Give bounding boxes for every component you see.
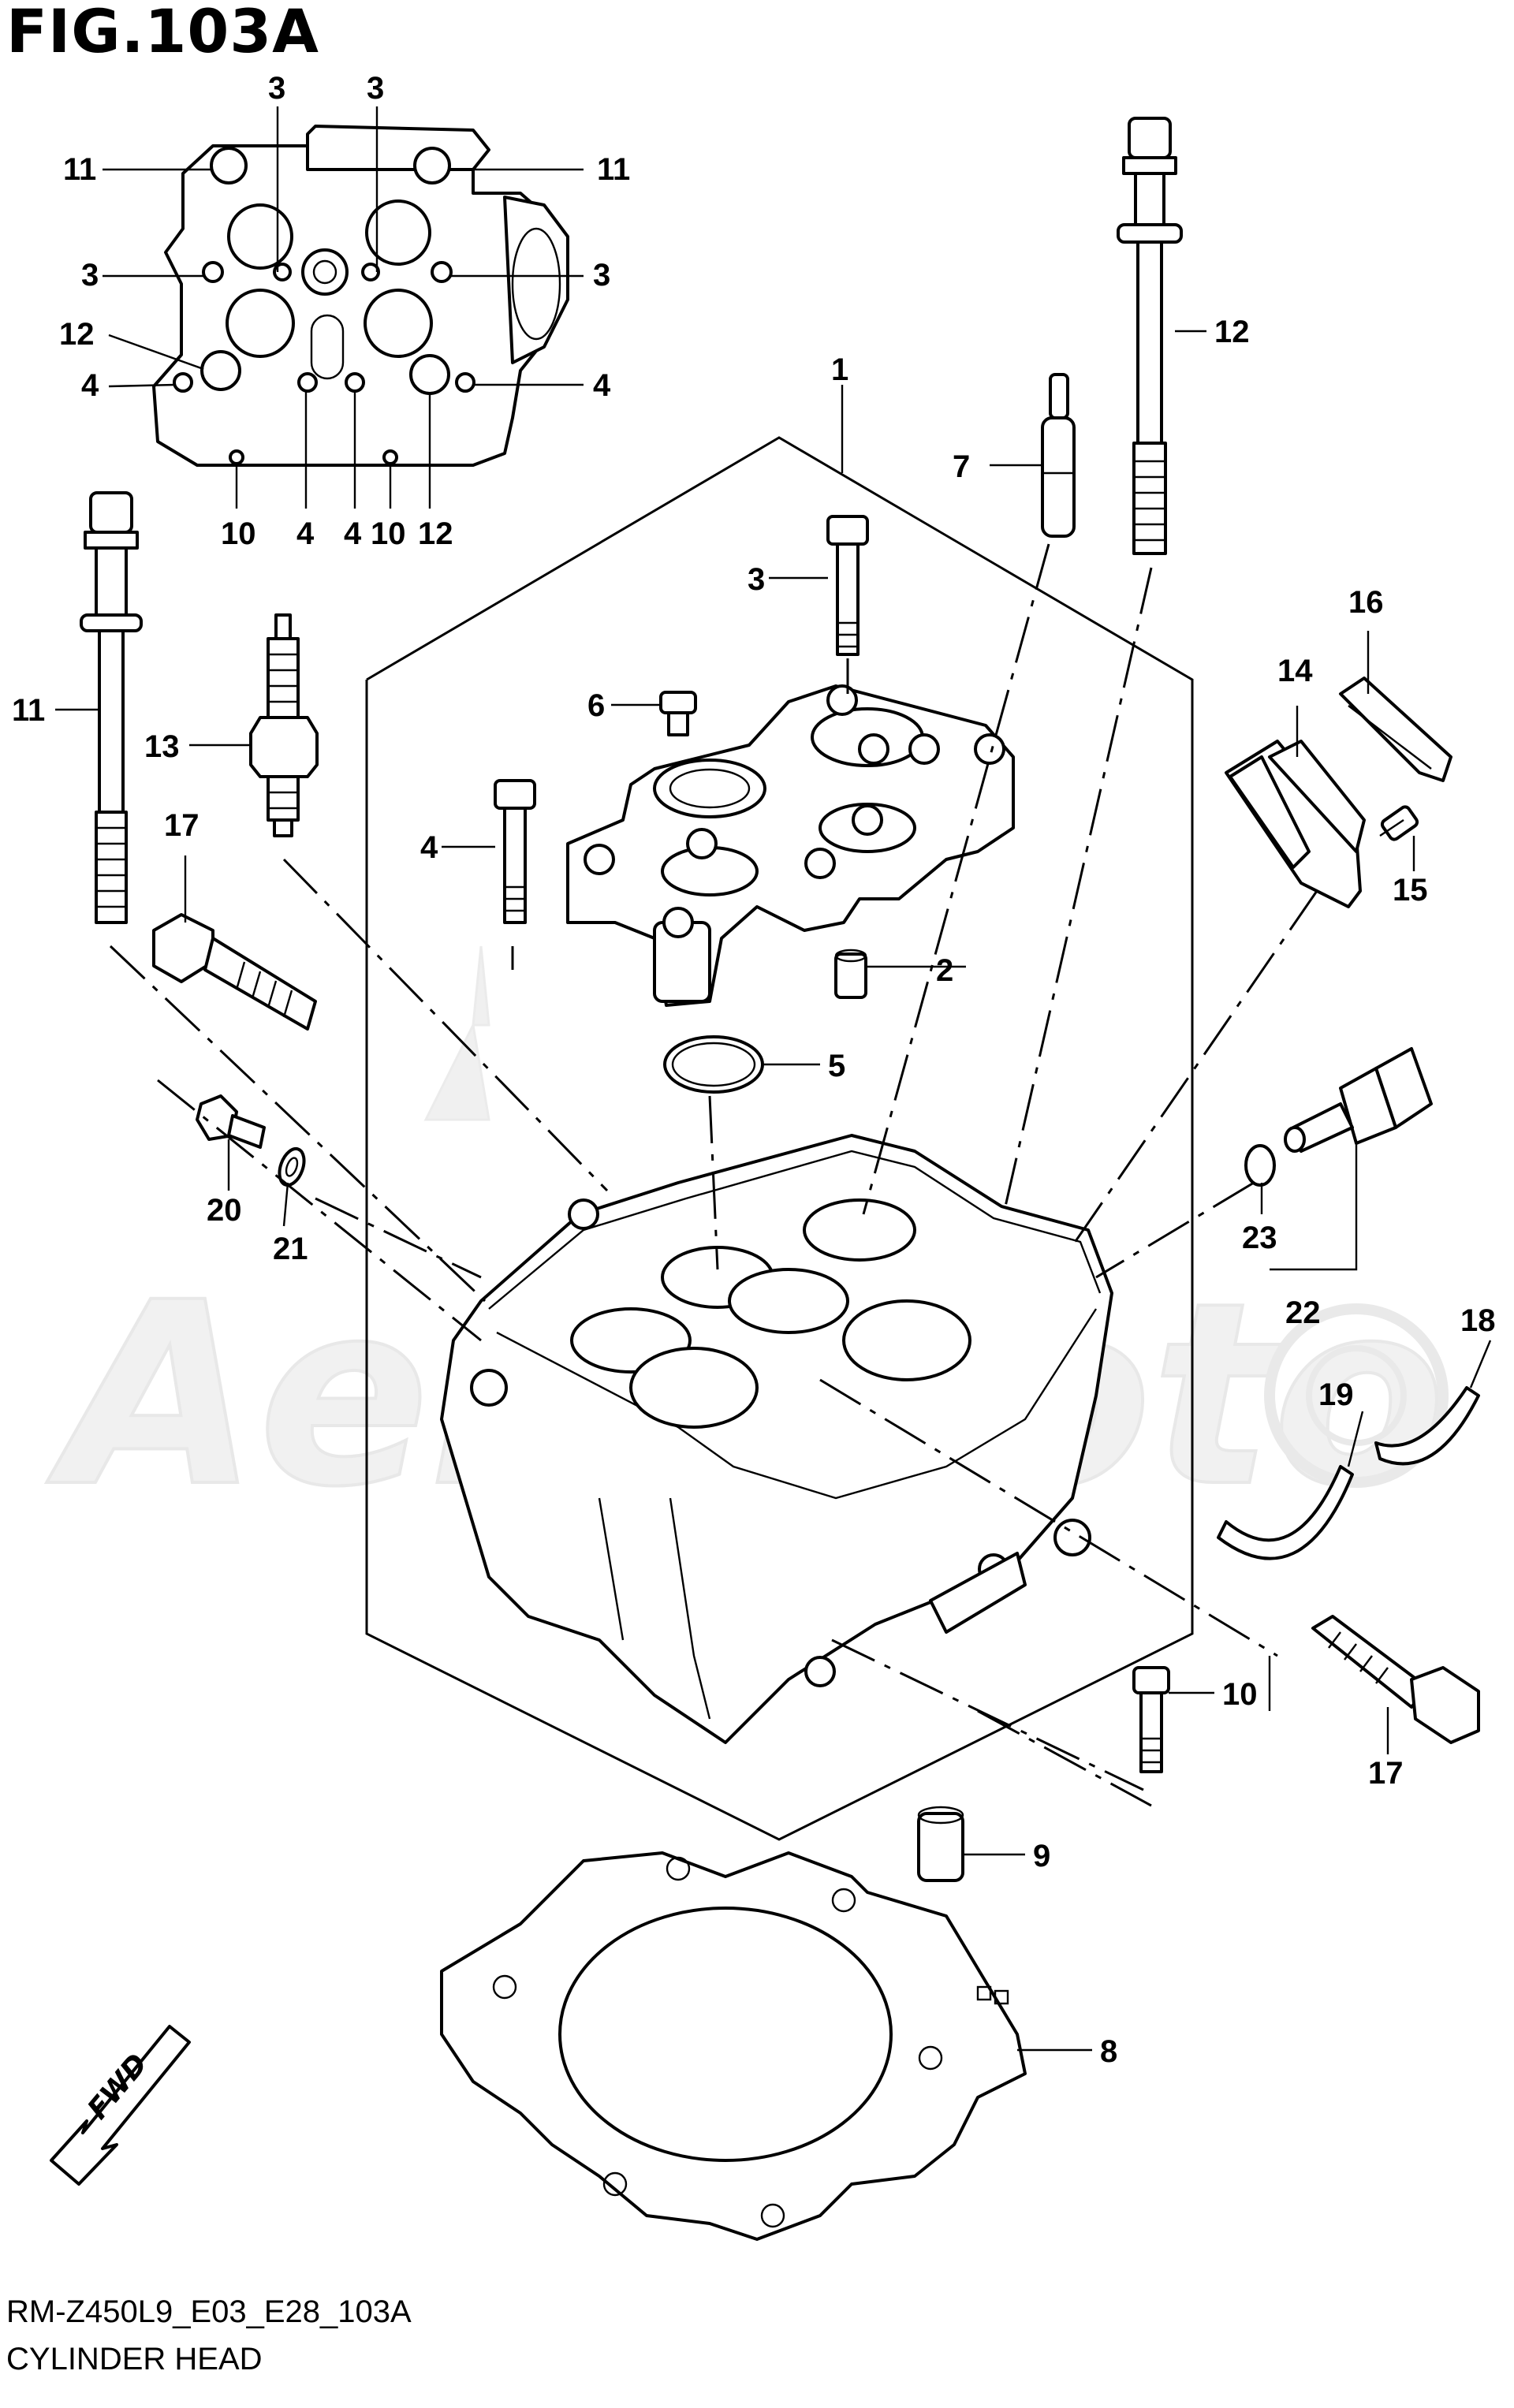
sensor-22 <box>1284 1047 1433 1153</box>
callout-12: 12 <box>59 317 95 352</box>
bolt-4 <box>494 779 536 924</box>
callout-19: 19 <box>1318 1377 1354 1412</box>
callout-4: 4 <box>593 368 611 403</box>
callout-3: 3 <box>593 258 610 293</box>
callout-10: 10 <box>371 516 406 551</box>
washer-21 <box>278 1146 306 1187</box>
callout-6: 6 <box>587 688 605 723</box>
callout-21: 21 <box>273 1232 308 1266</box>
callout-20: 20 <box>207 1193 242 1228</box>
plate-18 <box>1374 1386 1480 1466</box>
model-code: RM-Z450L9_E03_E28_103A <box>6 2294 412 2329</box>
camshaft-holder <box>566 684 1015 1007</box>
callout-12: 12 <box>418 516 453 551</box>
callout-17: 17 <box>1368 1756 1404 1791</box>
callout-1: 1 <box>831 352 848 387</box>
callout-7: 7 <box>953 449 970 484</box>
spark-plug-13 <box>249 613 319 837</box>
bolt-17-right <box>1311 1615 1480 1744</box>
callout-10: 10 <box>1222 1677 1258 1712</box>
figure-title: FIG.103A <box>6 0 319 66</box>
pipe-7 <box>1041 373 1076 538</box>
clamp-16 <box>1339 677 1452 782</box>
callout-15: 15 <box>1393 873 1428 908</box>
inset-top-view <box>103 106 584 509</box>
screw-15 <box>1379 805 1419 841</box>
dowel-pin-9 <box>917 1806 964 1882</box>
callout-23: 23 <box>1242 1221 1277 1255</box>
callout-5: 5 <box>828 1049 845 1083</box>
callout-3: 3 <box>268 71 285 106</box>
leader-lines <box>55 330 1492 2052</box>
callout-4: 4 <box>344 516 362 551</box>
callout-12: 12 <box>1214 315 1250 349</box>
intake-pipe-14 <box>1225 740 1366 908</box>
callout-11: 11 <box>12 693 45 728</box>
bolt-3 <box>826 515 869 694</box>
bolt-17-left <box>152 913 317 1031</box>
callout-10: 10 <box>221 516 256 551</box>
alignment-lines <box>109 543 1318 1807</box>
bolt-12-long <box>1117 117 1183 555</box>
exploded-view-frame <box>365 436 1194 1841</box>
callout-14: 14 <box>1277 654 1313 688</box>
main-callouts: 1 2 3 4 5 6 7 8 9 10 11 12 13 14 15 16 1… <box>12 315 1496 2069</box>
callout-4: 4 <box>296 516 315 551</box>
callout-13: 13 <box>144 729 180 764</box>
plate-19 <box>1217 1465 1354 1560</box>
callout-4: 4 <box>420 830 438 865</box>
callout-11: 11 <box>63 152 96 187</box>
dowel-pin-2 <box>834 949 867 999</box>
forward-arrow: FWD <box>50 2025 191 2186</box>
callout-11: 11 <box>597 152 630 187</box>
callout-3: 3 <box>748 562 765 597</box>
o-ring-23 <box>1244 1144 1276 1187</box>
callout-16: 16 <box>1348 585 1384 620</box>
callout-2: 2 <box>936 953 953 988</box>
callout-3: 3 <box>367 71 384 106</box>
callout-8: 8 <box>1100 2034 1117 2069</box>
bolt-20 <box>196 1094 266 1149</box>
bolt-10 <box>1132 1666 1170 1773</box>
gasket-8 <box>440 1851 1027 2241</box>
cylinder-head-body <box>440 1134 1113 1744</box>
callout-17: 17 <box>164 808 200 843</box>
inset-callouts: 11 11 3 3 3 3 12 4 4 10 4 4 10 12 <box>59 71 630 551</box>
callout-18: 18 <box>1460 1303 1496 1338</box>
bolt-6 <box>659 691 697 736</box>
bolt-11-long <box>80 491 143 924</box>
callout-4: 4 <box>81 368 99 403</box>
o-ring-5 <box>663 1035 764 1094</box>
callout-3: 3 <box>81 258 99 293</box>
callout-9: 9 <box>1033 1839 1050 1873</box>
section-name: CYLINDER HEAD <box>6 2342 263 2376</box>
callout-22: 22 <box>1285 1295 1321 1330</box>
